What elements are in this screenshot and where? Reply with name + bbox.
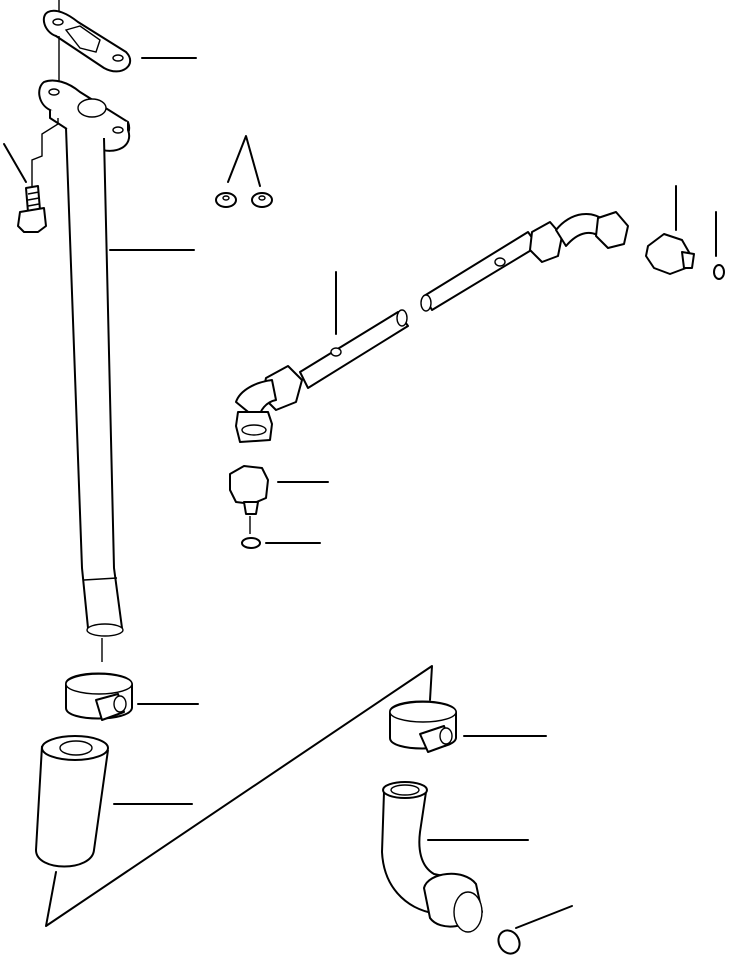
clamp[interactable] — [389, 700, 457, 753]
gasket[interactable] — [42, 0, 132, 73]
tube[interactable] — [65, 127, 124, 662]
hose-assembly[interactable] — [261, 211, 629, 411]
hose[interactable] — [35, 735, 109, 868]
adapter[interactable] — [229, 465, 269, 534]
bolt[interactable] — [17, 118, 59, 233]
washer[interactable] — [215, 192, 273, 208]
adapter[interactable] — [645, 233, 695, 275]
elbow-connector[interactable] — [235, 379, 277, 443]
leader-line-bolt — [3, 143, 27, 183]
o-ring[interactable] — [713, 264, 725, 280]
flange[interactable] — [38, 36, 131, 152]
o-ring[interactable] — [494, 927, 523, 958]
leader-line-o-ring-bottom — [515, 905, 573, 929]
leader-line-washer — [227, 135, 261, 187]
leader-bracket — [45, 665, 433, 927]
o-ring[interactable] — [241, 537, 261, 549]
elbow-hose[interactable] — [381, 781, 483, 933]
clamp[interactable] — [65, 672, 133, 721]
